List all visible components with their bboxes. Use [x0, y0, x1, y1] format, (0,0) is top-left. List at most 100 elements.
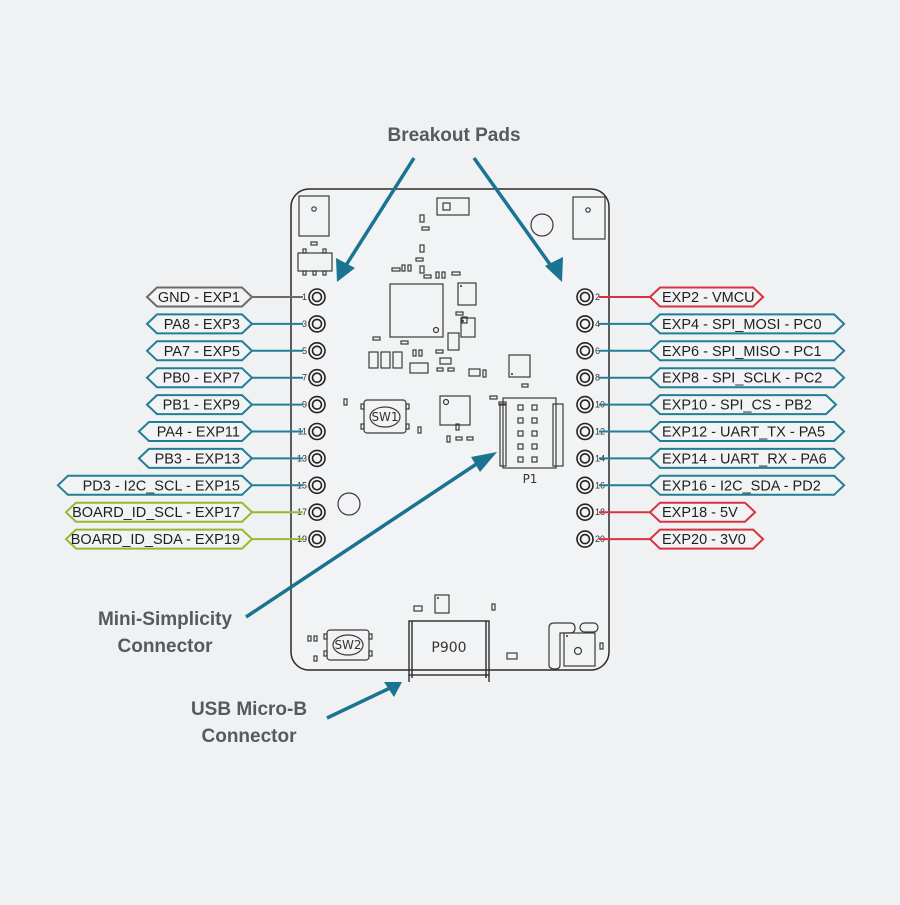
- p900-label: P900: [431, 640, 466, 656]
- pad-ring-icon: [576, 395, 594, 414]
- pin-label-tag: [648, 340, 846, 362]
- pad-ring-icon: [576, 530, 594, 548]
- pad-hole-icon: [311, 506, 323, 518]
- pad-ring-icon: [576, 368, 594, 387]
- pad-ring-icon: [308, 395, 326, 414]
- pad-hole-icon: [579, 479, 591, 491]
- callout-mini-simplicity-line1: Mini-Simplicity: [98, 609, 233, 630]
- pin-label-text: EXP12 - UART_TX - PA5: [662, 425, 825, 441]
- pad-ring-icon: [308, 503, 326, 522]
- small-ics: [368, 282, 531, 426]
- top-left-component: [297, 195, 333, 276]
- pin-label-text: PB1 - EXP9: [163, 398, 240, 414]
- pin-label-tag: [648, 474, 846, 496]
- pin-label-text: PA4 - EXP11: [157, 425, 240, 441]
- arrow-usb: [326, 682, 402, 720]
- pad-ring-icon: [576, 503, 594, 522]
- passive-components: [343, 214, 529, 443]
- pin-label-text: EXP4 - SPI_MOSI - PC0: [662, 317, 822, 333]
- top-right-component: [530, 196, 606, 240]
- top-center-component: [436, 197, 470, 216]
- pad-hole-icon: [579, 345, 591, 357]
- pin-label-tag: [648, 528, 765, 550]
- p1-pad: [531, 456, 538, 463]
- pin-number: 7: [302, 373, 307, 383]
- pin-label-text: EXP6 - SPI_MISO - PC1: [662, 344, 822, 360]
- p1-mini-simplicity-header: P1: [499, 397, 564, 486]
- p1-pad: [517, 404, 524, 411]
- p1-pad: [531, 430, 538, 437]
- pad-ring-icon: [576, 315, 594, 333]
- sw2-label: SW2: [334, 638, 361, 652]
- pad-hole-icon: [579, 506, 591, 518]
- pad-ring-icon: [576, 341, 594, 360]
- pad-hole-icon: [579, 533, 591, 545]
- pcb-outline: [290, 188, 610, 671]
- p1-pad: [517, 443, 524, 450]
- pin-label-tag: [137, 447, 254, 469]
- pad-ring-icon: [308, 341, 326, 360]
- arrow-breakout-left: [336, 157, 416, 282]
- pin-label-tag: [137, 421, 254, 442]
- sw2-button: SW2: [307, 629, 373, 662]
- pin-label-tag: [64, 501, 254, 523]
- pad-hole-icon: [311, 453, 323, 464]
- callout-usb-line2: Connector: [202, 726, 298, 747]
- pad-hole-icon: [579, 291, 591, 303]
- pad-ring-icon: [308, 449, 326, 468]
- pad-hole-icon: [311, 345, 323, 357]
- pin-label-text: BOARD_ID_SDA - EXP19: [71, 532, 240, 548]
- arrow-mini-simplicity: [245, 452, 497, 619]
- pin-label-tag: [64, 528, 254, 550]
- p1-pad: [531, 443, 538, 450]
- pin-number: 8: [595, 373, 600, 383]
- pin-number: 4: [595, 319, 600, 329]
- pad-hole-icon: [579, 453, 591, 464]
- pin-label-tag: [145, 340, 254, 362]
- pin-label-text: PA8 - EXP3: [164, 317, 240, 333]
- pad-ring-icon: [308, 476, 326, 495]
- pin-label-tag: [145, 313, 254, 335]
- pin-label-text: PB3 - EXP13: [155, 451, 240, 467]
- sw1-label: SW1: [371, 410, 398, 424]
- pin-number: 6: [595, 346, 600, 356]
- p1-pad: [531, 404, 538, 411]
- mcu-chip: [389, 283, 444, 338]
- sw1-button: SW1: [360, 399, 410, 434]
- pin-number: 9: [302, 400, 307, 410]
- pin-label-tag: [648, 313, 846, 335]
- callout-mini-simplicity-line2: Connector: [118, 636, 214, 657]
- pad-hole-icon: [579, 399, 591, 410]
- p1-pad: [531, 417, 538, 424]
- pin-label-tag: [648, 421, 846, 442]
- pin-number: 5: [302, 346, 307, 356]
- pin-label-tag: [145, 286, 254, 308]
- pin-label-text: EXP10 - SPI_CS - PB2: [662, 398, 812, 414]
- pin-label-text: EXP14 - UART_RX - PA6: [662, 451, 827, 467]
- bottom-right-component: [548, 622, 604, 670]
- usb-connector-p900: P900: [408, 594, 518, 682]
- pin-label-text: PA7 - EXP5: [164, 344, 240, 360]
- pin-label-tag: [648, 286, 765, 308]
- pin-label-text: PD3 - I2C_SCL - EXP15: [83, 478, 240, 494]
- pad-hole-icon: [579, 372, 591, 384]
- pad-ring-icon: [308, 368, 326, 387]
- pin-label-tag: [145, 394, 254, 416]
- pad-hole-icon: [311, 533, 323, 545]
- pin-6: 6 EXP6 - SPI_MISO - PC1: [576, 340, 846, 362]
- pin-label-tag: [56, 474, 254, 496]
- pin-label-text: EXP18 - 5V: [662, 505, 738, 521]
